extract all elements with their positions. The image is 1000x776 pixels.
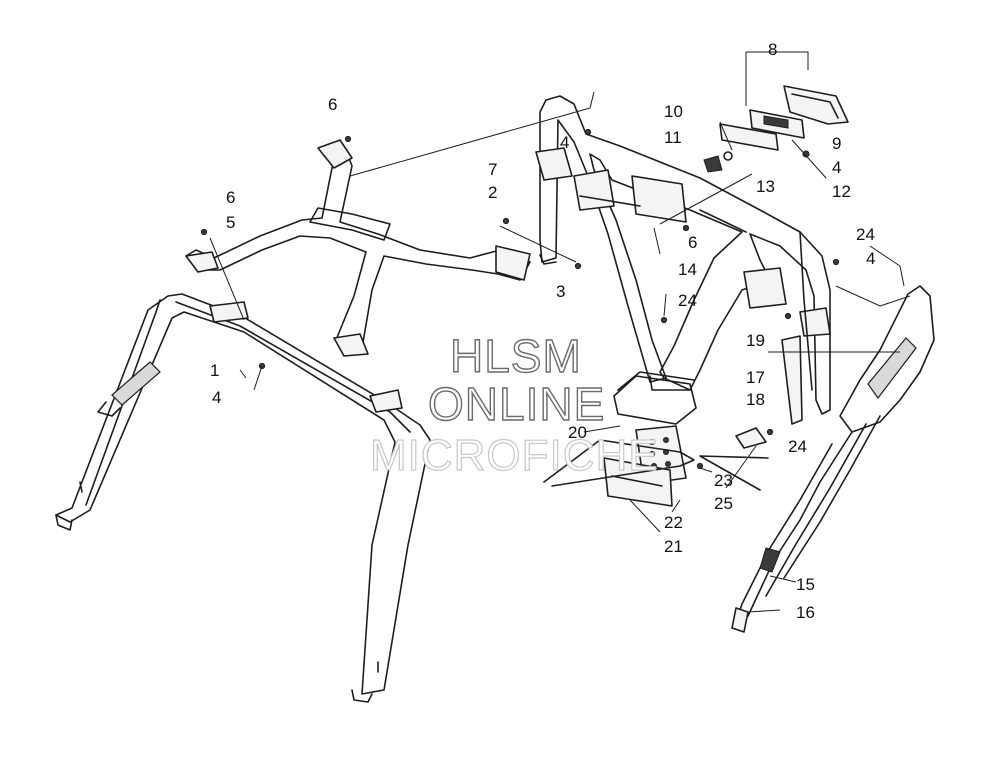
callout-17: 17 (746, 368, 765, 387)
callout-4: 4 (560, 133, 569, 152)
callout-11: 11 (664, 128, 682, 147)
callouts: 6 6 5 1 4 7 2 3 4 10 11 8 9 4 12 13 6 14… (210, 40, 875, 622)
license-plate-assembly (543, 371, 769, 507)
callout-6: 6 (688, 233, 697, 252)
callout-6: 6 (226, 188, 235, 207)
light-assembly (703, 85, 849, 173)
callout-15: 15 (796, 575, 815, 594)
callout-24: 24 (678, 291, 697, 310)
callout-21: 21 (664, 537, 683, 556)
front-upper-bar (185, 139, 531, 357)
callout-25: 25 (714, 494, 733, 513)
callout-8: 8 (768, 40, 777, 59)
watermark-line-1: HLSM (450, 330, 582, 382)
callout-2: 2 (488, 183, 497, 202)
callout-24: 24 (856, 225, 875, 244)
watermark-line-3: MICROFICHE (370, 431, 659, 480)
callout-20: 20 (568, 423, 587, 442)
callout-13: 13 (756, 177, 775, 196)
callout-22: 22 (664, 513, 683, 532)
callout-12: 12 (832, 182, 851, 201)
callout-4: 4 (832, 158, 841, 177)
callout-1: 1 (210, 361, 219, 380)
callout-16: 16 (796, 603, 815, 622)
callout-10: 10 (664, 102, 683, 121)
callout-7: 7 (488, 160, 497, 179)
side-net (731, 285, 935, 633)
callout-5: 5 (226, 213, 235, 232)
callout-9: 9 (832, 134, 841, 153)
callout-3: 3 (556, 282, 565, 301)
callout-23: 23 (714, 471, 733, 490)
callout-18: 18 (746, 390, 765, 409)
callout-4: 4 (212, 388, 221, 407)
watermark: HLSM ONLINE MICROFICHE (369, 329, 659, 480)
callout-24: 24 (788, 437, 807, 456)
callout-4: 4 (866, 249, 875, 268)
callout-6: 6 (328, 95, 337, 114)
callout-14: 14 (678, 260, 697, 279)
leader-lines (209, 51, 911, 613)
fasteners (200, 128, 840, 470)
callout-19: 19 (746, 331, 765, 350)
rear-cage (535, 95, 831, 415)
main-roll-cage (55, 293, 431, 703)
watermark-line-2: ONLINE (428, 378, 605, 430)
